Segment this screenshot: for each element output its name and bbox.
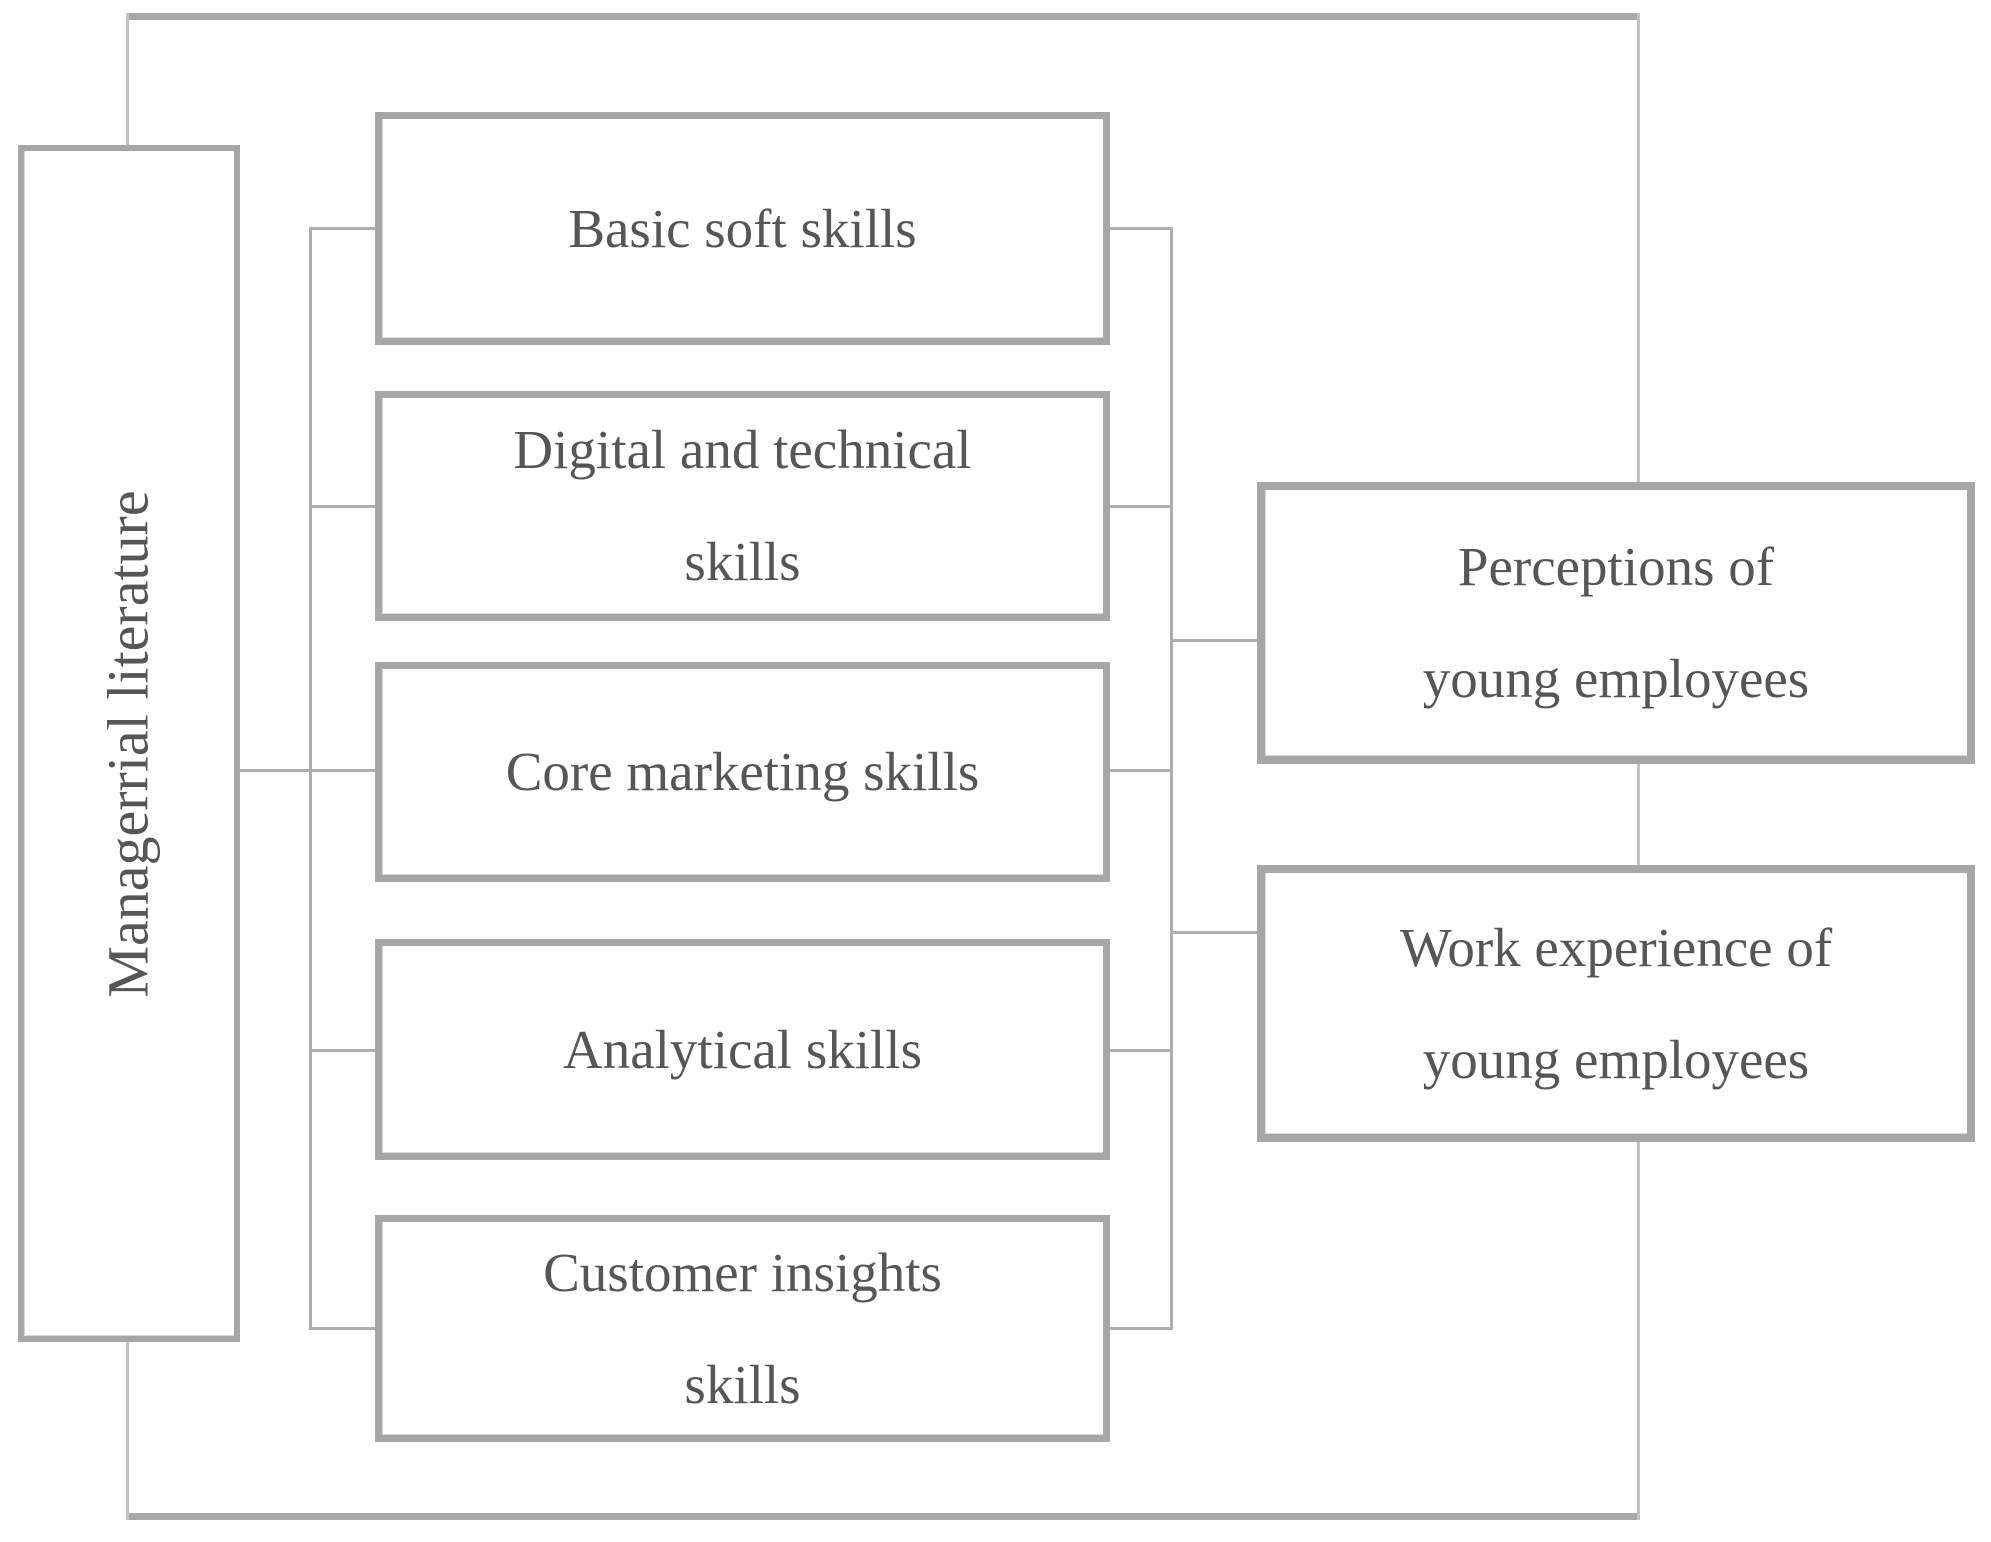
digital-technical-skills-label: Digital and technical (513, 419, 972, 480)
connector-spine-to-digital-technical-skills (309, 505, 377, 508)
perceptions-of-young-employees-box: Perceptions of young employees (1257, 482, 1975, 764)
customer-insights-skills-label: Customer insights (543, 1241, 942, 1303)
connector-spine-to-work-experience-box (1170, 931, 1259, 934)
connector-basic-soft-skills-to-spine (1110, 227, 1173, 230)
core-marketing-skills-box: Core marketing skills (375, 662, 1110, 882)
outer-frame-top-line (126, 13, 1640, 20)
work-experience-label-line1: Work experience of (1399, 916, 1833, 978)
connector-customer-insights-skills-to-spine (1110, 1327, 1173, 1330)
managerial-literature-label: Managerrial literature (96, 489, 161, 998)
analytical-skills-box: Analytical skills (375, 939, 1110, 1160)
customer-insights-skills-box: Customer insights skills (375, 1215, 1110, 1442)
work-experience-of-young-employees-box: Work experience of young employees (1257, 865, 1975, 1142)
connector-managerial-literature-to-spine (238, 769, 377, 772)
outer-frame-bottom-line (126, 1513, 1640, 1520)
outer-frame-right-line (1637, 13, 1640, 1520)
digital-technical-skills-box: Digital and technical skills (375, 391, 1110, 621)
left-bracket-spine (309, 227, 312, 1330)
connector-spine-to-basic-soft-skills (309, 227, 377, 230)
perceptions-label-line2: young employees (1422, 648, 1810, 709)
connector-spine-to-analytical-skills (309, 1049, 377, 1052)
managerial-literature-box: Managerrial literature (18, 145, 240, 1342)
basic-soft-skills-box: Basic soft skills (375, 112, 1110, 345)
connector-spine-to-perceptions-box (1170, 639, 1259, 642)
perceptions-label-line1: Perceptions of (1457, 536, 1775, 597)
connector-analytical-skills-to-spine (1110, 1049, 1173, 1052)
digital-technical-skills-label-line2: skills (684, 531, 801, 592)
customer-insights-skills-label-line2: skills (684, 1353, 801, 1415)
analytical-skills-label: Analytical skills (563, 1018, 922, 1080)
right-bracket-spine (1170, 227, 1173, 1330)
connector-digital-technical-skills-to-spine (1110, 505, 1173, 508)
connector-core-marketing-skills-to-spine (1110, 769, 1173, 772)
work-experience-label-line2: young employees (1422, 1028, 1810, 1090)
basic-soft-skills-label: Basic soft skills (568, 197, 917, 259)
core-marketing-skills-label: Core marketing skills (505, 741, 980, 802)
connector-spine-to-customer-insights-skills (309, 1327, 377, 1330)
